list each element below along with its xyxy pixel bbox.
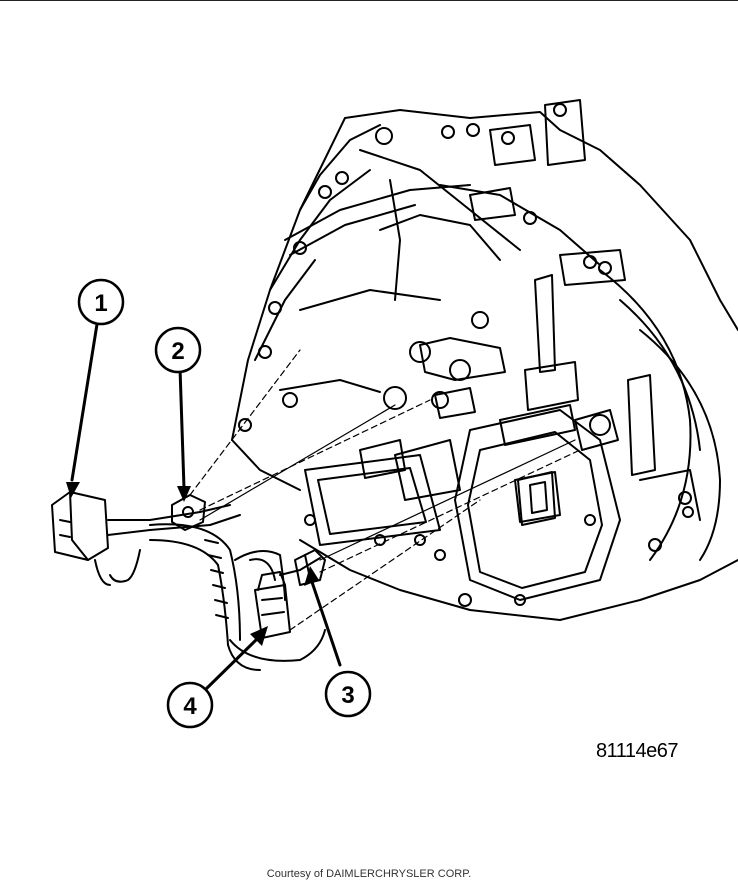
callout-4-arrow	[203, 638, 258, 692]
callout-arrows	[70, 316, 342, 692]
callout-1-number: 1	[94, 290, 107, 317]
callout-1-circle	[77, 278, 125, 326]
figure-reference-id: 81114e67	[596, 740, 679, 762]
callout-circles	[77, 278, 372, 729]
callout-1-arrow	[70, 316, 100, 482]
callout-3-circle	[324, 670, 372, 718]
callout-3-number: 3	[341, 682, 354, 709]
housing-bolts	[238, 103, 694, 607]
callout-2-circle	[154, 326, 202, 374]
housing-sensor-connector	[517, 471, 556, 526]
connector-4	[254, 571, 291, 639]
top-border-line	[0, 0, 738, 1]
callout-3-arrow	[310, 580, 342, 667]
wiring-harness	[94, 504, 326, 671]
callout-2-arrow	[178, 366, 186, 490]
transmission-housing	[231, 99, 738, 621]
callout-arrowheads	[66, 482, 319, 646]
connection-leaders	[189, 349, 581, 631]
callout-4-number: 4	[183, 693, 197, 720]
callout-4-circle	[166, 681, 214, 729]
callout-2-number: 2	[171, 338, 184, 365]
image-credit: Courtesy of DAIMLERCHRYSLER CORP.	[266, 868, 472, 880]
